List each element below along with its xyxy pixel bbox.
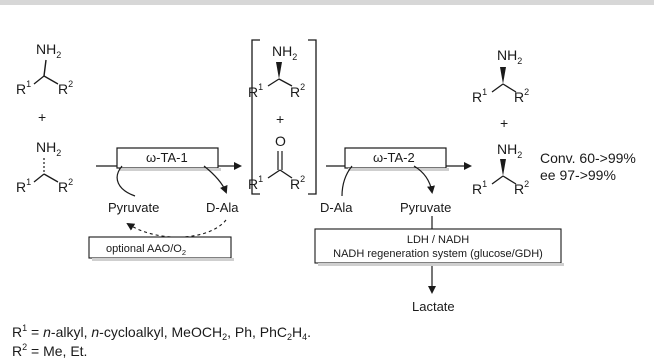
svg-text:NH2: NH2 bbox=[272, 43, 297, 62]
svg-text:NH2: NH2 bbox=[497, 141, 522, 160]
ldh-line1: LDH / NADH bbox=[407, 234, 469, 246]
svg-text:R2: R2 bbox=[58, 79, 73, 97]
conversion-text: Conv. 60->99% bbox=[540, 150, 636, 166]
bracket-right bbox=[308, 39, 317, 195]
footnote-r2: R2 = Me, Et. bbox=[12, 342, 88, 359]
svg-text:R2: R2 bbox=[290, 82, 305, 100]
dala-label-1: D-Ala bbox=[206, 200, 239, 215]
enzyme2-label: ω-TA-2 bbox=[373, 150, 415, 165]
svg-text:R1: R1 bbox=[472, 179, 487, 197]
ee-text: ee 97->99% bbox=[540, 167, 616, 183]
svg-text:R2: R2 bbox=[58, 177, 73, 195]
curve-to-pyruvate-1 bbox=[116, 165, 136, 197]
plus-sign-middle: + bbox=[276, 111, 284, 127]
curve-to-dala-1 bbox=[203, 165, 228, 194]
bracket-left bbox=[251, 39, 260, 195]
ldh-nadh-box bbox=[314, 228, 562, 264]
lactate-label: Lactate bbox=[412, 299, 455, 314]
svg-text:R1: R1 bbox=[16, 177, 31, 195]
svg-text:NH2: NH2 bbox=[497, 47, 522, 66]
footnote-r1: R1 = n-alkyl, n-cycloalkyl, MeOCH2, Ph, … bbox=[12, 323, 312, 342]
ketone: O R1 R2 bbox=[248, 133, 305, 192]
substrate-amine-s: NH2 R1 R2 bbox=[16, 139, 73, 195]
plus-sign-left: + bbox=[38, 109, 46, 125]
substrate-amine-r: NH2 R1 R2 bbox=[16, 41, 73, 97]
svg-text:R1: R1 bbox=[16, 79, 31, 97]
svg-text:R2: R2 bbox=[514, 179, 529, 197]
curve-to-pyruvate-2 bbox=[413, 165, 435, 194]
top-divider-bar bbox=[0, 0, 654, 5]
svg-text:R2: R2 bbox=[514, 87, 529, 105]
dashed-recycle-arrow bbox=[126, 219, 227, 238]
svg-text:R1: R1 bbox=[472, 87, 487, 105]
curve-from-dala-2 bbox=[341, 165, 353, 197]
product-amine-2: NH2 R1 R2 bbox=[472, 141, 529, 197]
svg-text:O: O bbox=[275, 133, 286, 149]
dala-label-2: D-Ala bbox=[320, 200, 353, 215]
optional-aao-label: optional AAO/O2 bbox=[106, 243, 186, 257]
pyruvate-label-1: Pyruvate bbox=[108, 200, 159, 215]
svg-text:R2: R2 bbox=[290, 174, 305, 192]
ldh-line2: NADH regeneration system (glucose/GDH) bbox=[333, 248, 543, 260]
svg-text:NH2: NH2 bbox=[36, 139, 61, 158]
product-amine-1: NH2 R1 R2 bbox=[472, 47, 529, 105]
svg-text:R1: R1 bbox=[248, 82, 263, 100]
plus-sign-right: + bbox=[500, 115, 508, 131]
svg-text:R1: R1 bbox=[248, 174, 263, 192]
enzyme1-label: ω-TA-1 bbox=[146, 150, 188, 165]
pyruvate-label-2: Pyruvate bbox=[400, 200, 451, 215]
intermediate-amine: NH2 R1 R2 bbox=[248, 43, 305, 100]
svg-text:NH2: NH2 bbox=[36, 41, 61, 60]
